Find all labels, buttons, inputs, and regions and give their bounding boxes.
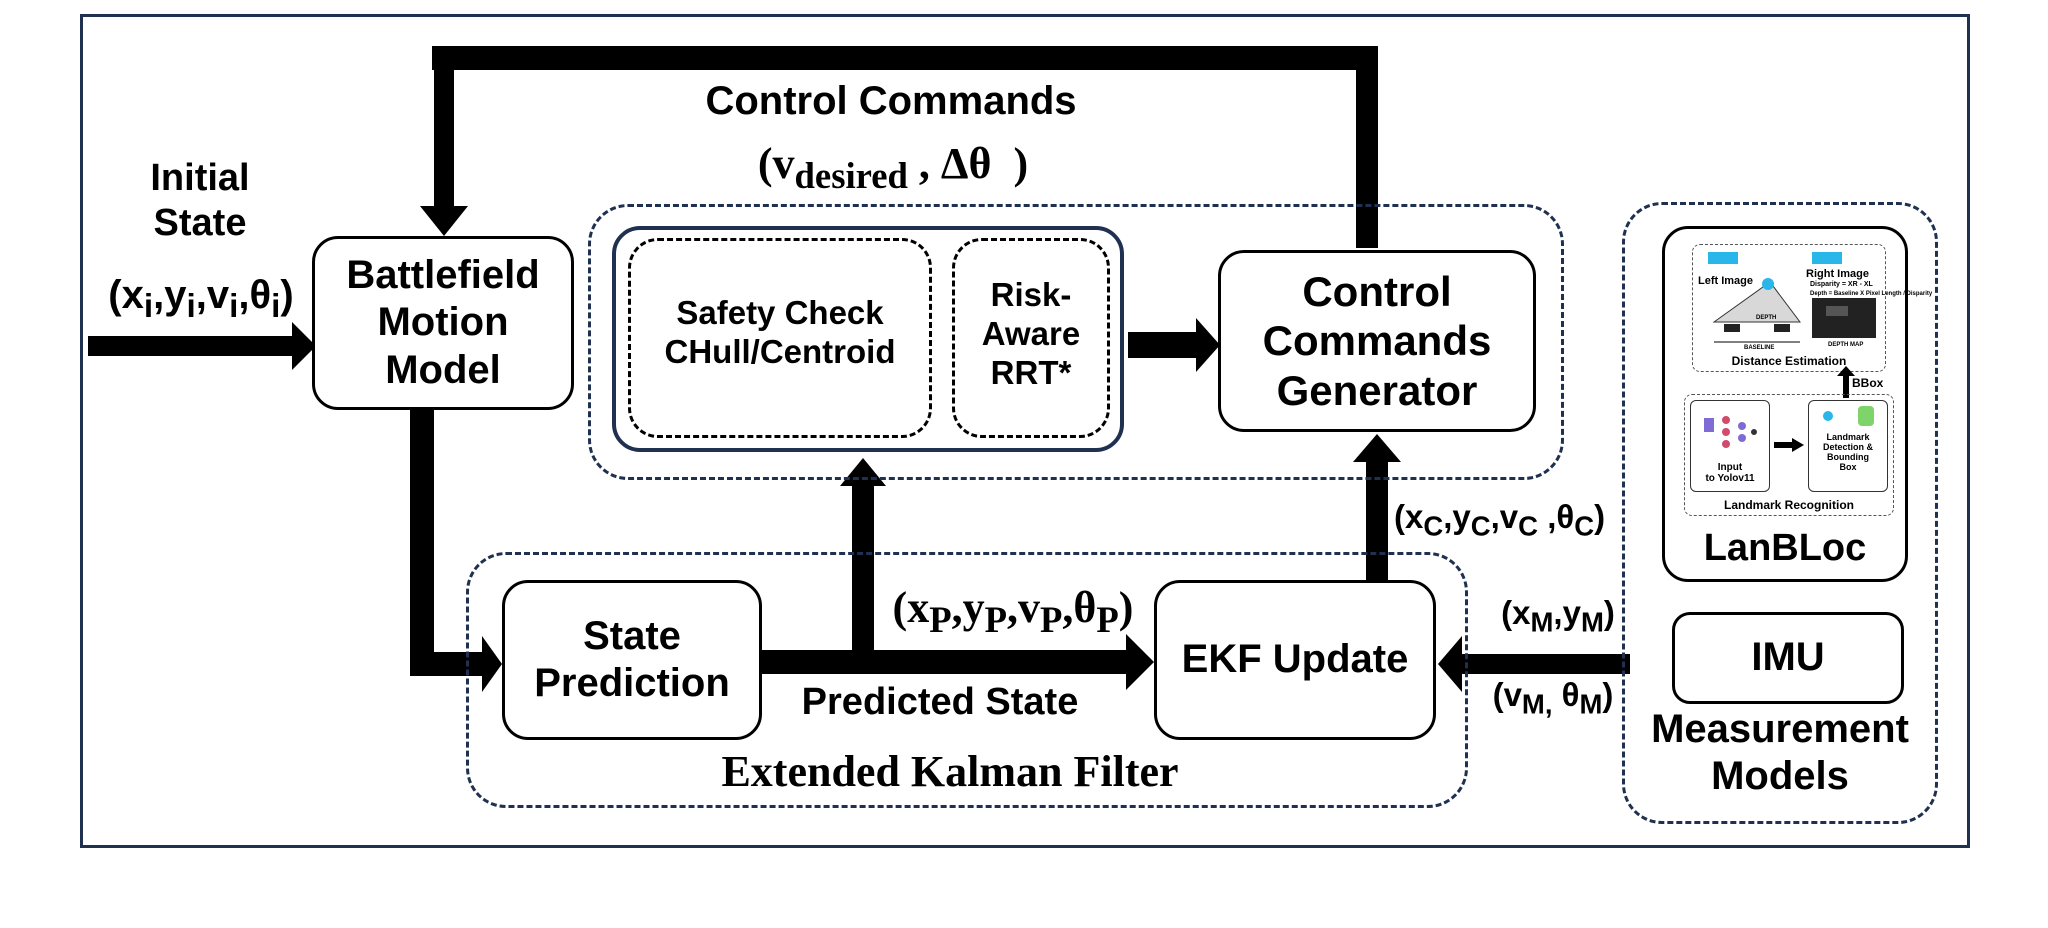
motion-model-label: Battlefield Motion Model bbox=[346, 253, 540, 392]
left-camera-icon bbox=[1708, 252, 1738, 264]
landmark-recognition-panel bbox=[1684, 394, 1894, 516]
control-vars: (xC,yC,vC ,θC) bbox=[1394, 498, 1606, 542]
ekf-group bbox=[466, 552, 1468, 808]
initial-arrowhead bbox=[292, 322, 316, 370]
outer-frame bbox=[80, 14, 1970, 848]
ekf-update-box: EKF Update bbox=[1154, 580, 1436, 740]
control-commands-vars: (vdesired , Δθ ) bbox=[757, 139, 1029, 196]
lanbloc-label: LanBLoc bbox=[1703, 527, 1867, 569]
predicted-up-shaft bbox=[852, 482, 874, 662]
generator-box: Control Commands Generator bbox=[1218, 250, 1536, 432]
initial-arrow-shaft bbox=[88, 336, 296, 356]
right-camera-box bbox=[1774, 324, 1790, 332]
yolo-to-detection-arrow bbox=[1774, 438, 1804, 452]
left-camera-box bbox=[1724, 324, 1740, 332]
measurement-group bbox=[1622, 202, 1938, 824]
right-image-label: Right Image bbox=[1806, 268, 1869, 280]
landmark-detection-label: Landmark Detection & Bounding Box bbox=[1822, 432, 1873, 472]
generator-label: Control Commands Generator bbox=[1262, 267, 1492, 414]
right-camera-icon bbox=[1812, 252, 1842, 264]
disparity-formula: Disparity = XR - XL bbox=[1810, 281, 1873, 288]
predicted-vars: (xP,yP,vP,θP) bbox=[892, 583, 1134, 640]
distance-estimation-panel bbox=[1692, 244, 1886, 372]
input-yolo-box bbox=[1690, 400, 1770, 492]
bbox-arrow bbox=[1837, 366, 1855, 398]
detection-icon bbox=[1823, 406, 1874, 426]
baseline-label: BASELINE bbox=[1744, 345, 1775, 351]
state-prediction-box: State Prediction bbox=[502, 580, 762, 740]
landmark-detection-box bbox=[1808, 400, 1888, 492]
imu-box: IMU bbox=[1672, 612, 1904, 704]
ekf-group-label: Extended Kalman Filter bbox=[721, 747, 1179, 796]
predicted-arrow-shaft bbox=[762, 650, 1132, 674]
measurement-vtheta: (vM, θM) bbox=[1492, 676, 1614, 720]
safety-check-box bbox=[628, 238, 932, 438]
input-yolo-label: Input to Yolov11 bbox=[1705, 462, 1755, 484]
predicted-arrowhead bbox=[1126, 634, 1154, 690]
depth-triangle bbox=[1712, 281, 1801, 323]
feedback-horizontal-top bbox=[432, 46, 1378, 70]
motion-arrowhead bbox=[482, 636, 502, 692]
depth-map-highlight bbox=[1826, 306, 1848, 316]
landmark-recognition-label: Landmark Recognition bbox=[1723, 498, 1854, 512]
stereo-depth-figure bbox=[1708, 252, 1876, 343]
yolo-network-icon bbox=[1704, 416, 1757, 448]
feedback-vertical-right bbox=[1356, 46, 1378, 248]
planner-group bbox=[588, 204, 1564, 480]
feedback-arrowhead bbox=[420, 206, 468, 236]
motion-model-box: Battlefield Motion Model bbox=[312, 236, 574, 410]
imu-label: IMU bbox=[1751, 635, 1825, 680]
initial-state-vars: (xi,yi,vi,θi) bbox=[108, 273, 294, 325]
state-prediction-label: State Prediction bbox=[534, 613, 730, 705]
lanbloc-box bbox=[1662, 226, 1908, 582]
depth-label: DEPTH bbox=[1756, 315, 1777, 321]
motion-right-shaft bbox=[410, 652, 486, 676]
risk-rrt-box bbox=[952, 238, 1110, 438]
control-commands-title: Control Commands bbox=[705, 79, 1077, 123]
initial-state-title: Initial State bbox=[150, 157, 250, 244]
depth-formula: Depth = Baseline X Pixel Length / Dispar… bbox=[1810, 291, 1933, 297]
risk-rrt-label: Risk- Aware RRT* bbox=[981, 276, 1081, 391]
ekf-up-arrowhead bbox=[1353, 434, 1401, 462]
rrt-arrow-shaft bbox=[1128, 332, 1198, 358]
measurement-arrow-shaft bbox=[1460, 654, 1630, 674]
predicted-state-label: Predicted State bbox=[801, 681, 1079, 723]
left-image-label: Left Image bbox=[1698, 275, 1754, 287]
distance-estimation-label: Distance Estimation bbox=[1731, 354, 1847, 368]
planner-container bbox=[612, 226, 1124, 452]
feedback-vertical-left bbox=[434, 46, 454, 206]
rrt-arrowhead bbox=[1196, 318, 1220, 372]
bbox-label: BBox bbox=[1852, 376, 1884, 390]
safety-check-label: Safety Check CHull/Centroid bbox=[664, 294, 896, 370]
measurement-xy: (xM,yM) bbox=[1501, 594, 1615, 638]
measurement-models-label: Measurement Models bbox=[1651, 707, 1909, 799]
measurement-arrowhead bbox=[1438, 636, 1462, 692]
ekf-up-shaft bbox=[1366, 460, 1388, 580]
depth-map-image bbox=[1812, 298, 1876, 338]
ekf-update-label: EKF Update bbox=[1181, 637, 1409, 682]
depth-target bbox=[1762, 278, 1774, 290]
motion-down-shaft bbox=[410, 410, 434, 672]
depth-map-label: DEPTH MAP bbox=[1828, 342, 1864, 348]
